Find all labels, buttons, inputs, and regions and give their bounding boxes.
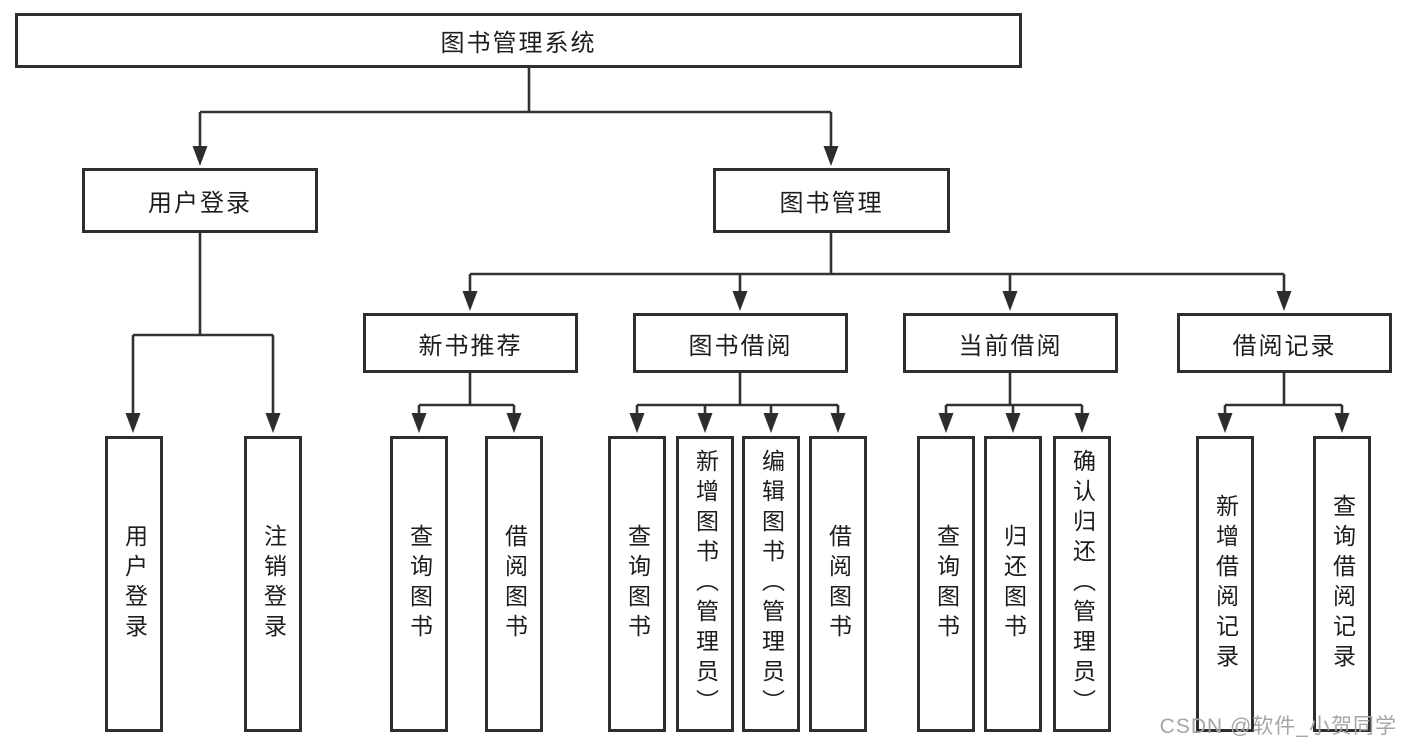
node-label: 用户登录 xyxy=(121,524,148,644)
node-label: 新书推荐 xyxy=(418,332,523,360)
node-label: 用户登录 xyxy=(148,190,252,217)
leaf-confirm-return-admin: 确认归还（管理员） xyxy=(1053,436,1111,732)
node-label: 图书管理系统 xyxy=(440,30,597,57)
node-label: 注销登录 xyxy=(260,524,287,644)
connector-new-book-to-leaves xyxy=(411,373,522,433)
node-label: 归还图书 xyxy=(1000,524,1027,644)
node-current-borrow: 当前借阅 xyxy=(903,313,1118,373)
node-label: 查询借阅记录 xyxy=(1329,494,1356,674)
leaf-query-book-current: 查询图书 xyxy=(917,436,975,732)
node-borrow-record: 借阅记录 xyxy=(1177,313,1392,373)
leaf-user-login: 用户登录 xyxy=(105,436,163,732)
leaf-edit-book-admin: 编辑图书（管理员） xyxy=(742,436,800,732)
leaf-return-book: 归还图书 xyxy=(984,436,1042,732)
node-label: 查询图书 xyxy=(406,524,433,644)
leaf-logout: 注销登录 xyxy=(244,436,302,732)
connector-borrow-record-to-leaves xyxy=(1217,373,1350,433)
node-new-book-recommend: 新书推荐 xyxy=(363,313,578,373)
leaf-query-borrow-record: 查询借阅记录 xyxy=(1313,436,1371,732)
node-label: 编辑图书（管理员） xyxy=(758,449,785,719)
csdn-watermark: CSDN @软件_小贺同学 xyxy=(1159,715,1397,738)
node-label: 新增借阅记录 xyxy=(1212,494,1239,674)
node-label: 图书借阅 xyxy=(688,332,793,360)
leaf-query-book-recommend: 查询图书 xyxy=(390,436,448,732)
node-label: 当前借阅 xyxy=(958,332,1063,360)
node-label: 借阅图书 xyxy=(825,524,852,644)
node-label: 确认归还（管理员） xyxy=(1069,449,1096,719)
connector-book-borrow-to-leaves xyxy=(629,373,846,433)
node-label: 借阅记录 xyxy=(1232,332,1337,360)
connector-current-borrow-to-leaves xyxy=(938,373,1090,433)
node-label: 图书管理 xyxy=(779,190,884,217)
leaf-query-book-borrow: 查询图书 xyxy=(608,436,666,732)
leaf-add-borrow-record: 新增借阅记录 xyxy=(1196,436,1254,732)
node-label: 借阅图书 xyxy=(501,524,528,644)
node-label: 查询图书 xyxy=(933,524,960,644)
node-label: 新增图书（管理员） xyxy=(692,449,719,719)
leaf-borrow-book: 借阅图书 xyxy=(809,436,867,732)
connector-book-management-to-modules xyxy=(462,233,1292,311)
leaf-borrow-book-recommend: 借阅图书 xyxy=(485,436,543,732)
node-book-management: 图书管理 xyxy=(713,168,950,233)
connector-user-login-to-leaves xyxy=(125,233,281,433)
node-user-login: 用户登录 xyxy=(82,168,318,233)
node-book-borrow: 图书借阅 xyxy=(633,313,848,373)
connector-root-to-branches xyxy=(192,68,839,166)
node-library-management-system: 图书管理系统 xyxy=(15,13,1022,68)
leaf-add-book-admin: 新增图书（管理员） xyxy=(676,436,734,732)
node-label: 查询图书 xyxy=(624,524,651,644)
